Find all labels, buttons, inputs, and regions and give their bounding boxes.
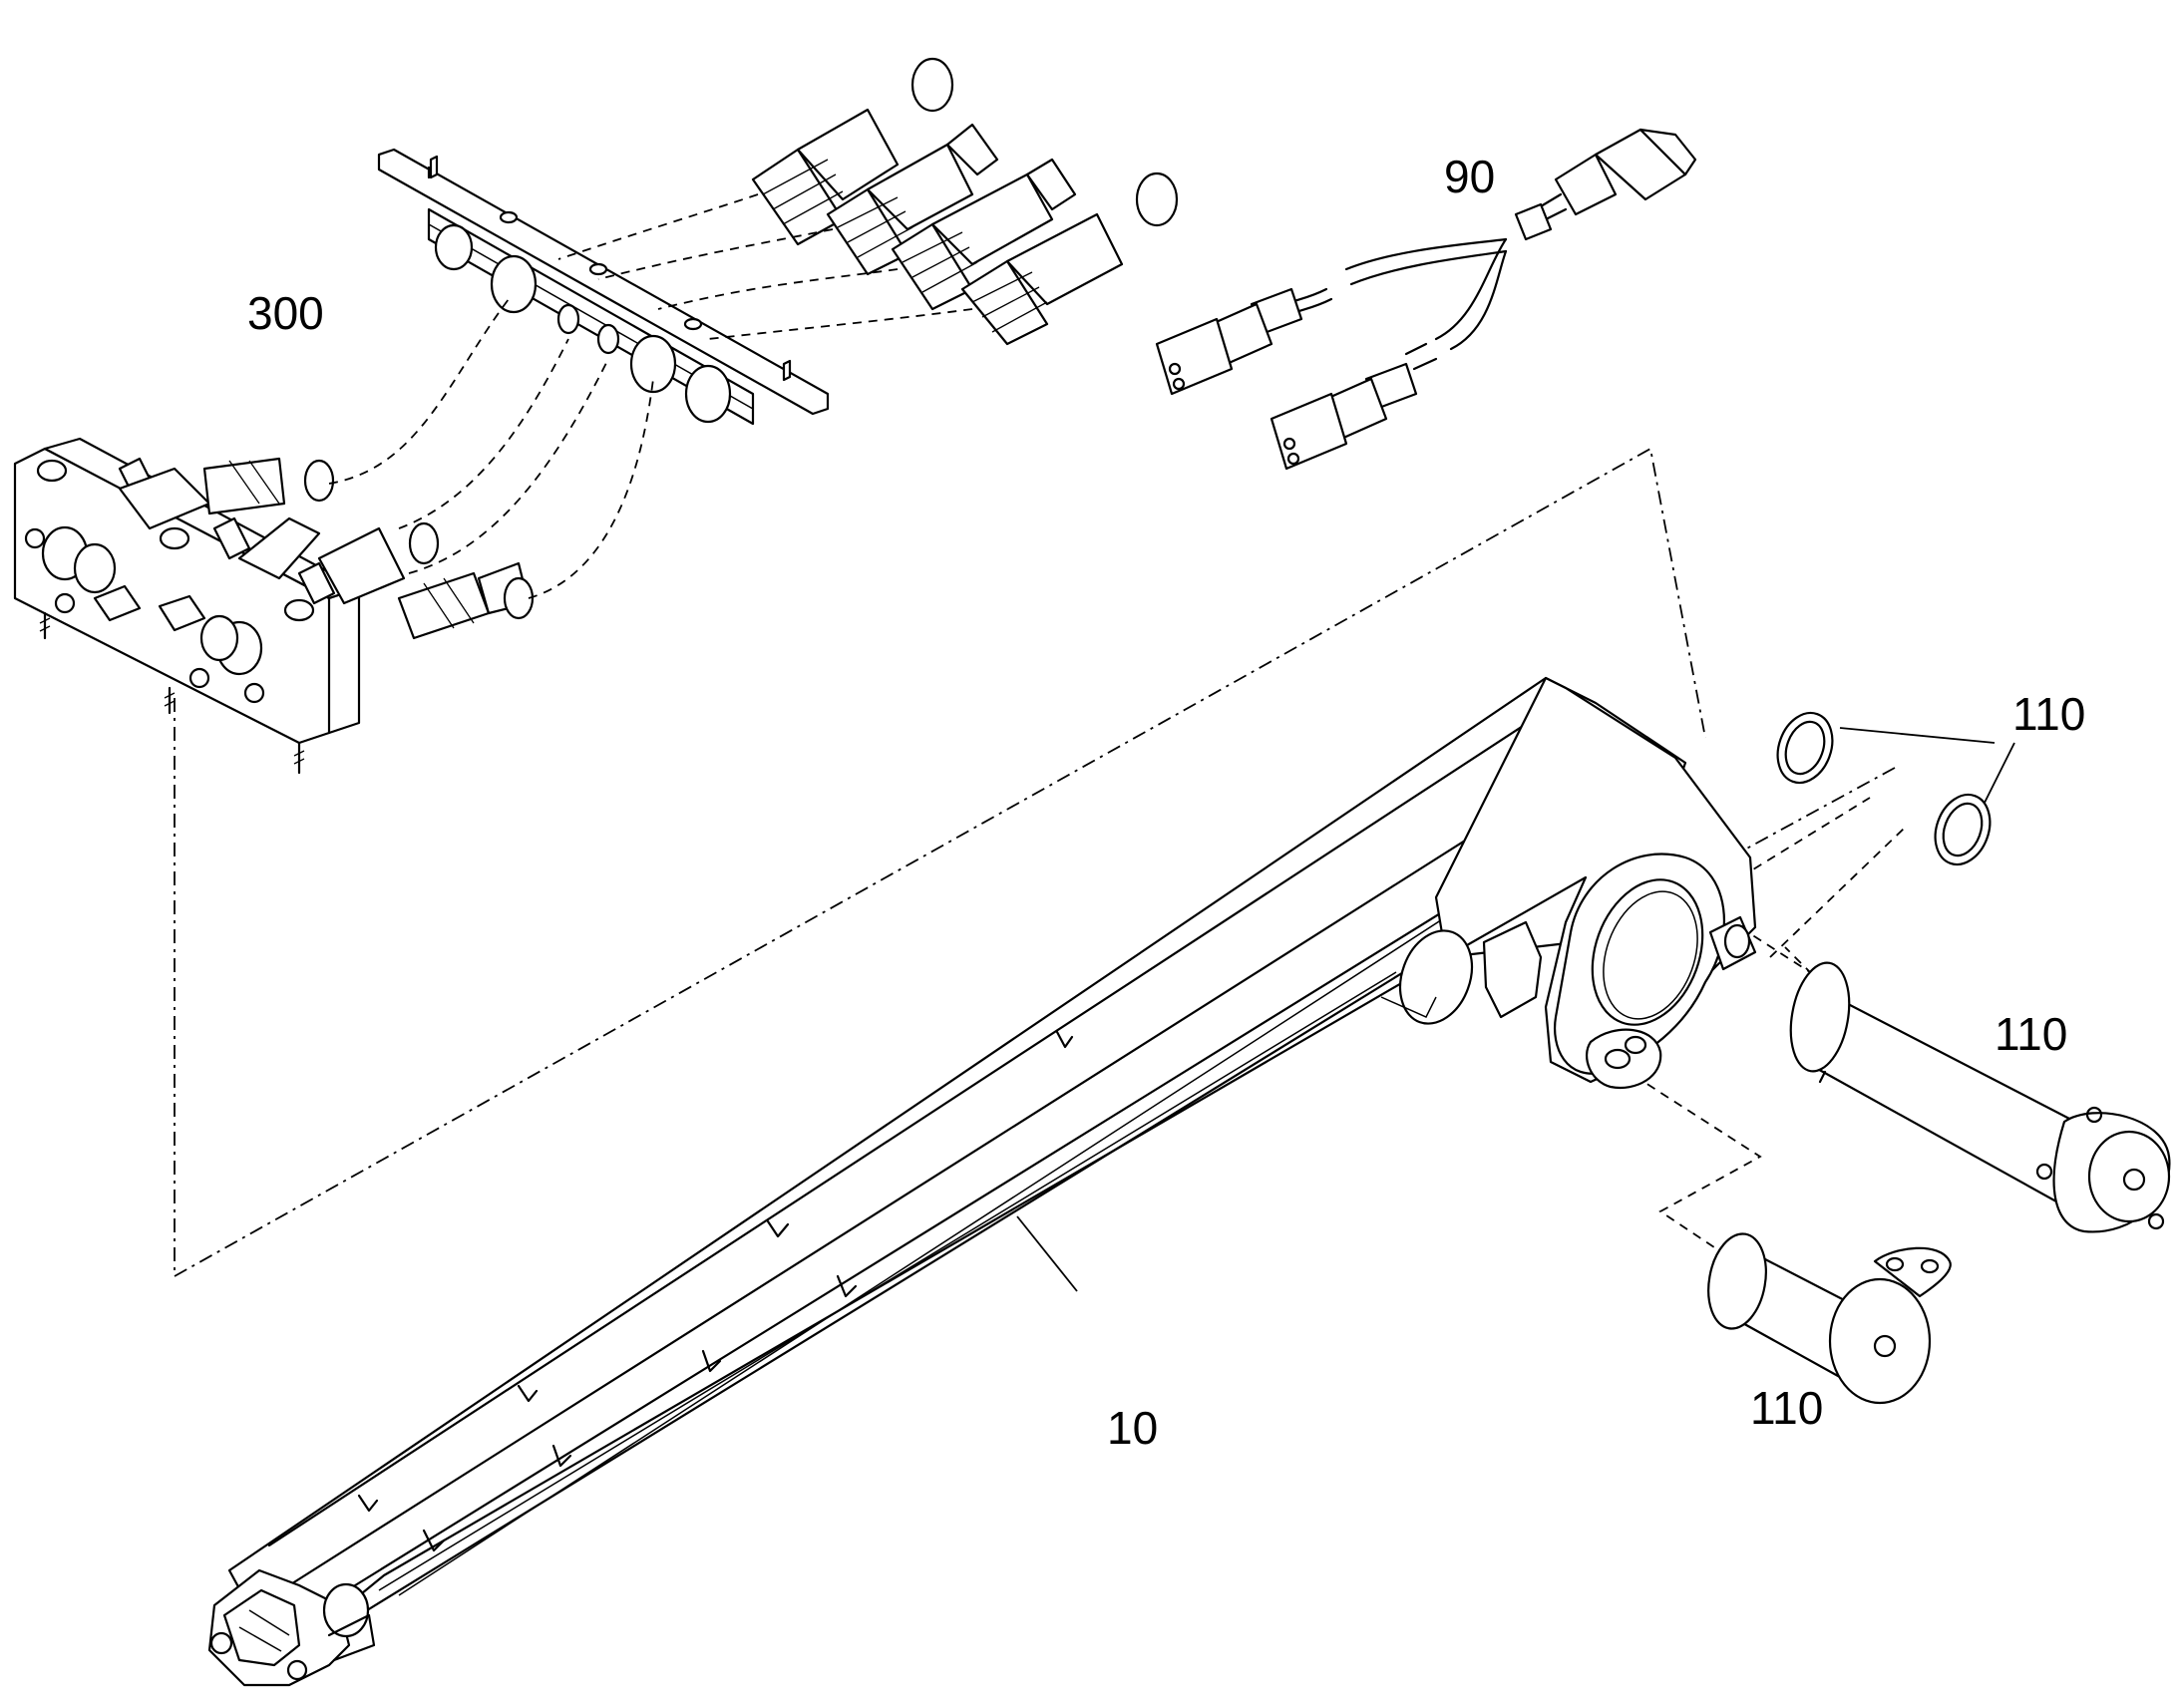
hose-ends-lower xyxy=(118,457,535,640)
leader-lines xyxy=(1016,727,2015,1292)
callout-110-rings: 110 xyxy=(2012,688,2085,740)
hose-ends-upper xyxy=(751,57,1179,346)
rings-and-pins xyxy=(1707,711,2171,1405)
callout-110-small-pin: 110 xyxy=(1750,1382,1823,1434)
callout-10: 10 xyxy=(1107,1402,1158,1454)
cable-harness xyxy=(1155,128,1697,471)
callout-300: 300 xyxy=(247,287,324,339)
callout-90: 90 xyxy=(1444,151,1495,202)
hose-routing xyxy=(328,193,973,599)
callout-110-pin: 110 xyxy=(1995,1008,2067,1060)
hose-bracket-assembly xyxy=(13,148,830,775)
boom-arm xyxy=(207,676,1757,1687)
